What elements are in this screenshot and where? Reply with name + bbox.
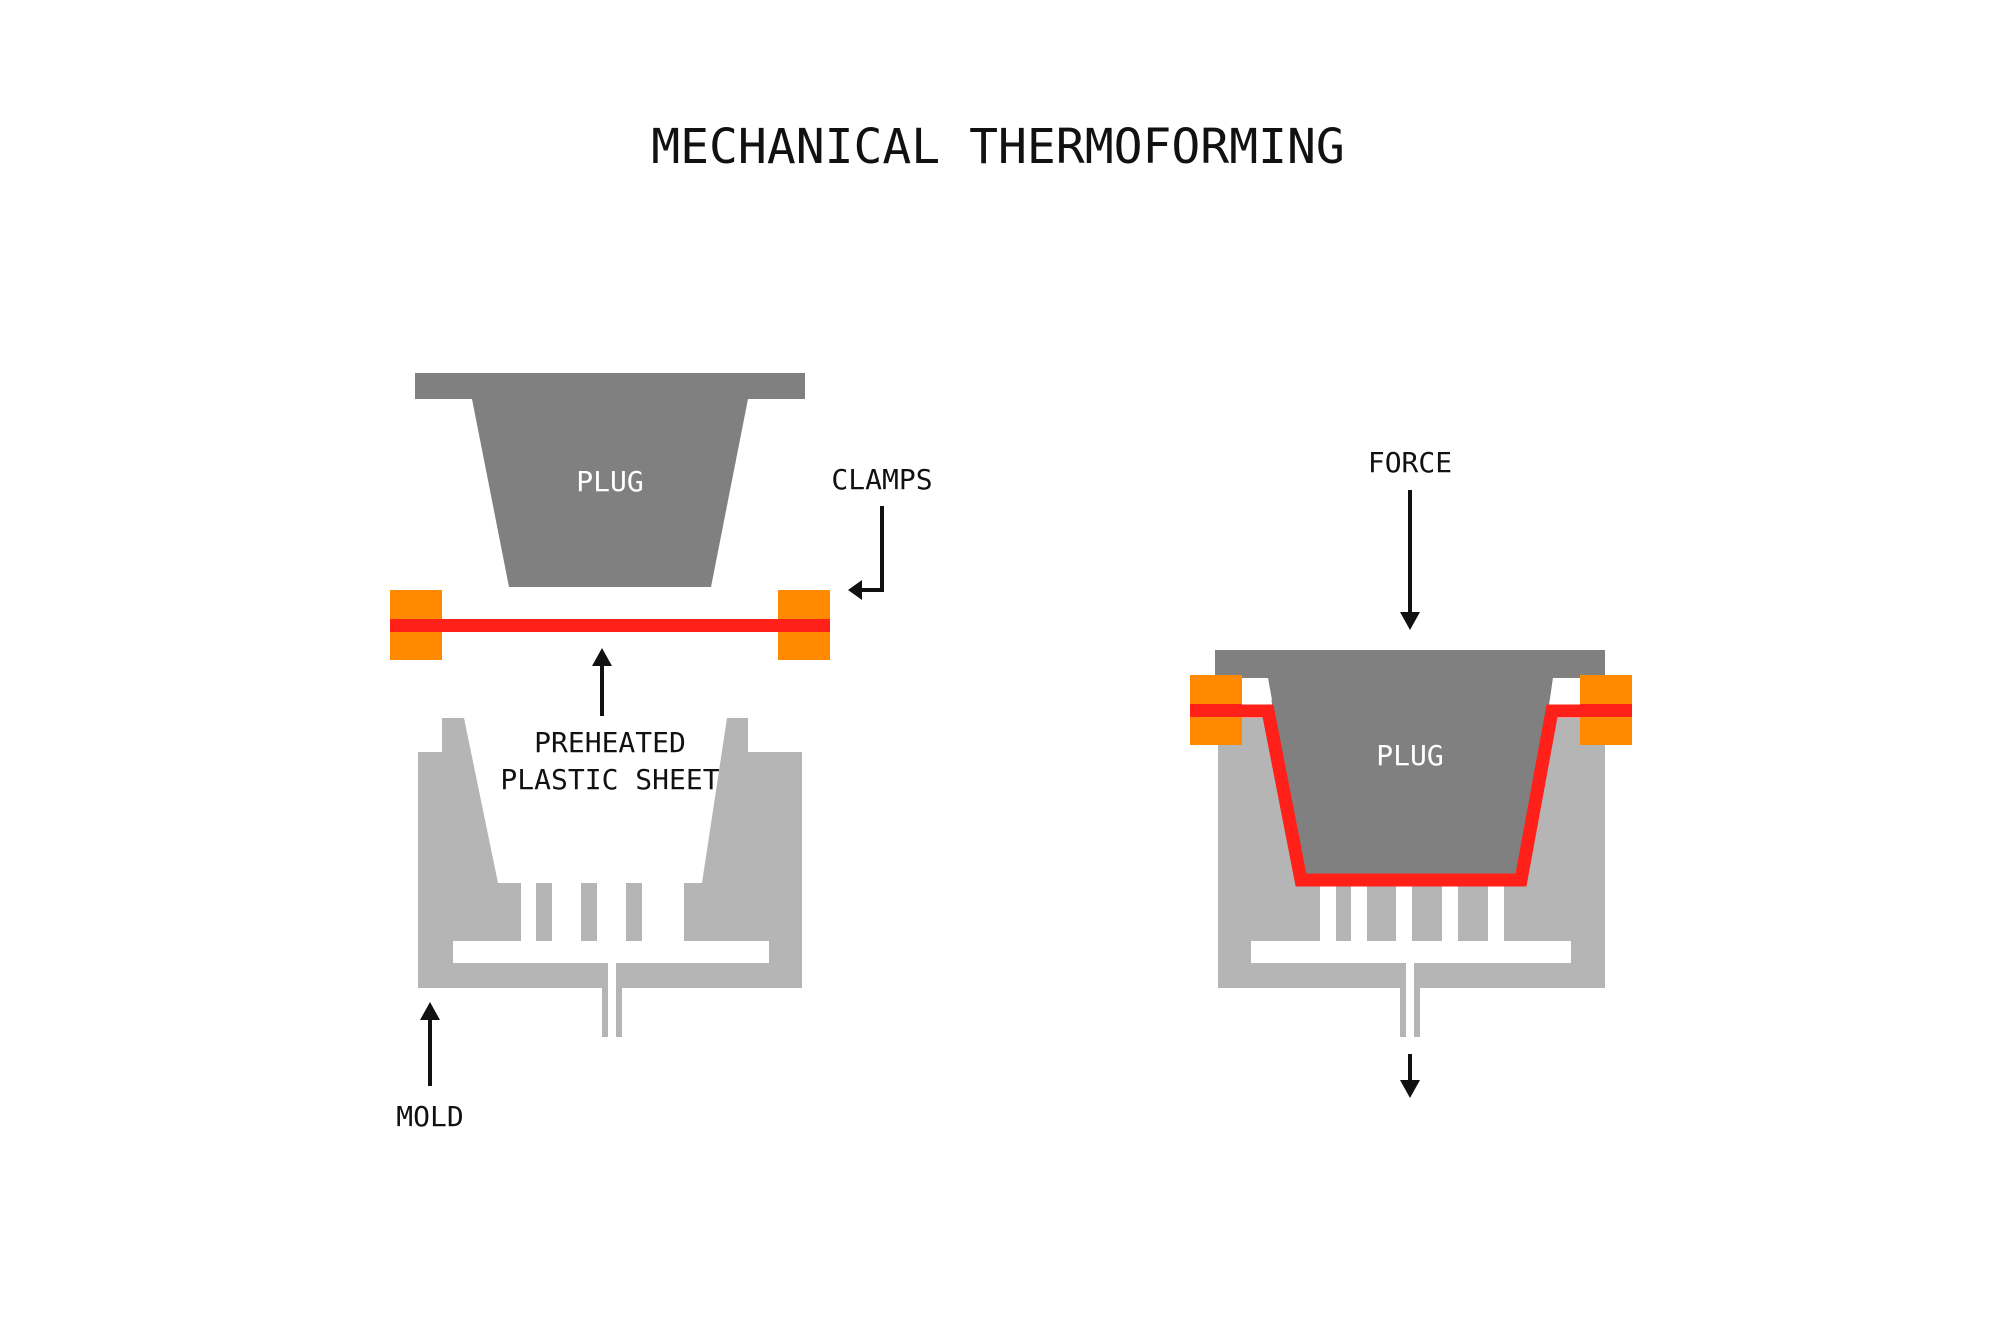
stage-before: PLUG CLAMPS xyxy=(390,373,933,1133)
plug-right xyxy=(1215,650,1605,882)
plastic-sheet-formed xyxy=(1192,704,1630,887)
mold-left xyxy=(418,718,802,1037)
clamps-label: CLAMPS xyxy=(831,463,932,496)
mold-label: MOLD xyxy=(396,1100,463,1133)
sheet-through-clamp-left xyxy=(1190,704,1242,717)
plug-left xyxy=(415,373,805,587)
sheet-label-line1: PREHEATED xyxy=(534,726,686,759)
diagram-title: MECHANICAL THERMOFORMING xyxy=(651,119,1345,175)
mold-arrow xyxy=(420,1002,440,1086)
clamps-arrow xyxy=(848,506,884,600)
plastic-sheet-flat xyxy=(390,619,830,632)
stage-after: PLUG FORCE xyxy=(1190,446,1632,1098)
force-label: FORCE xyxy=(1368,446,1452,479)
plug-label-left: PLUG xyxy=(576,465,643,498)
vacuum-outflow-arrow xyxy=(1400,1054,1420,1098)
force-arrow xyxy=(1400,490,1420,630)
sheet-label-line2: PLASTIC SHEET xyxy=(500,763,719,796)
sheet-arrow xyxy=(592,648,612,716)
plug-label-right: PLUG xyxy=(1376,739,1443,772)
sheet-through-clamp-right xyxy=(1580,704,1632,717)
